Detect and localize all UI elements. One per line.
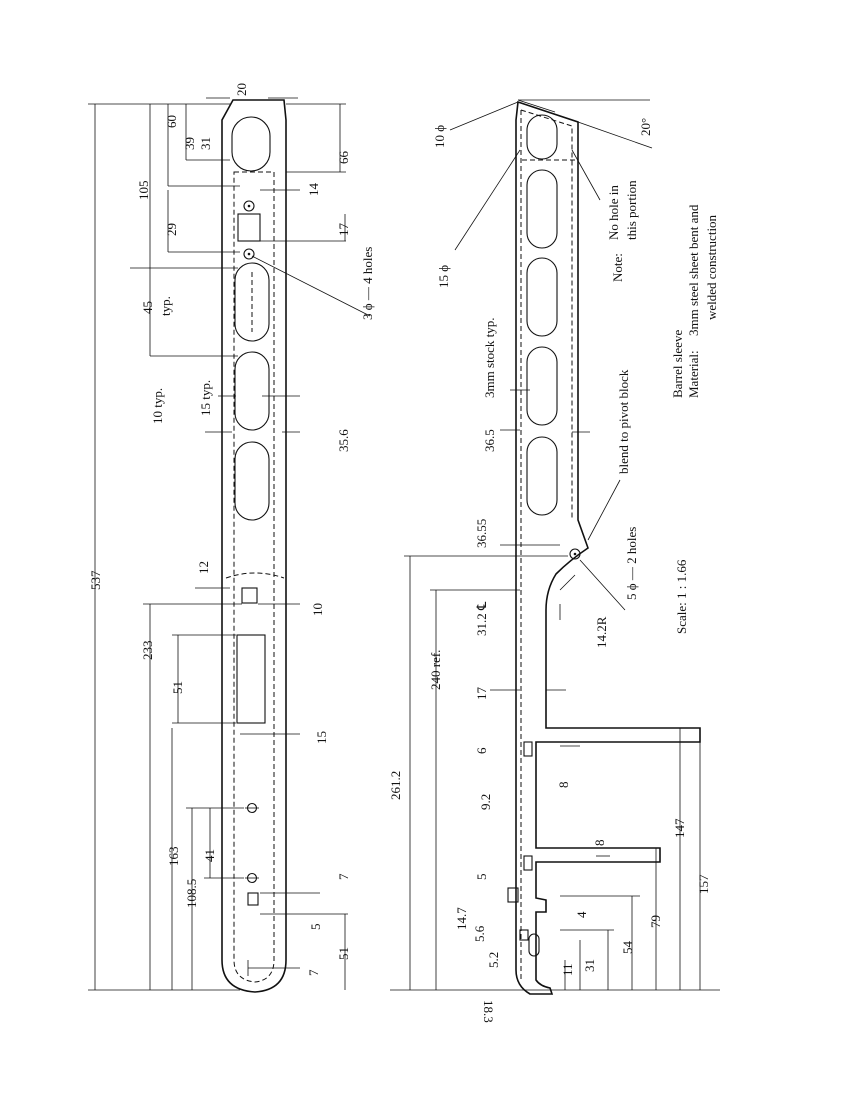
left-slot-3 <box>234 441 270 521</box>
dim-147: 147 <box>672 818 687 838</box>
drawing-notes: Note: No hole in this portion Barrel sle… <box>606 180 719 634</box>
holes-note: 3 ϕ — 4 holes <box>360 247 375 320</box>
dim-20: 20 <box>234 83 249 96</box>
scale-note: Scale: 1 : 1.66 <box>674 559 689 634</box>
right-slot-2 <box>526 257 558 337</box>
dim-66: 66 <box>336 151 351 165</box>
dim-157: 157 <box>696 874 711 894</box>
dim-5-2: 5.2 <box>486 952 501 968</box>
left-slot-1 <box>234 262 270 342</box>
dim-5: 5 <box>308 924 323 931</box>
dim-31: 31 <box>198 137 213 150</box>
dim-36-55: 36.55 <box>474 519 489 548</box>
dim-15: 15 <box>314 731 329 744</box>
left-small-square <box>241 587 258 604</box>
dim-108-5: 108.5 <box>184 879 199 908</box>
dim-54: 54 <box>620 941 635 955</box>
dim-233: 233 <box>140 641 155 661</box>
left-dimension-texts: 20 39 31 60 66 105 14 17 29 3 ϕ — 4 hole… <box>88 83 375 976</box>
dim-18-3: 18.3 <box>481 1000 496 1023</box>
dim-12: 12 <box>196 561 211 574</box>
dim-35-6: 35.6 <box>336 429 351 452</box>
right-slot-3 <box>526 346 558 426</box>
note-line-2: this portion <box>624 180 639 240</box>
left-window <box>236 634 266 724</box>
dim-105: 105 <box>136 181 151 201</box>
dim-20-deg: 20° <box>638 118 653 136</box>
dim-15-phi: 15 ϕ <box>436 265 451 288</box>
left-small-rect <box>247 892 259 906</box>
dim-17-right: 17 <box>474 687 489 701</box>
right-small-tab-2 <box>523 855 533 871</box>
dim-14: 14 <box>306 183 321 197</box>
right-top-oval <box>526 114 558 160</box>
left-inner-dashed <box>233 171 275 983</box>
dim-15-typ: 15 typ. <box>198 380 213 416</box>
dim-39: 39 <box>182 137 197 150</box>
dim-29: 29 <box>164 223 179 236</box>
dim-36-5: 36.5 <box>482 429 497 452</box>
left-slot-2 <box>234 351 270 431</box>
dim-45: 45 <box>140 301 155 314</box>
dim-51-lower: 51 <box>336 947 351 960</box>
right-small-tab-3 <box>507 887 519 903</box>
right-small-tab-1 <box>523 741 533 757</box>
dim-79: 79 <box>648 915 663 928</box>
material-label: Material: <box>686 350 701 398</box>
dim-8-upper: 8 <box>556 782 571 789</box>
right-oval-hole-small <box>528 933 540 957</box>
dim-10: 10 <box>310 603 325 616</box>
dim-14-7: 14.7 <box>454 907 469 930</box>
left-hole-2 <box>243 248 255 260</box>
left-square-cutout <box>237 213 261 242</box>
dim-8-lower: 8 <box>592 840 607 847</box>
left-top-oval-slot <box>231 116 271 172</box>
blend-note: blend to pivot block <box>616 369 631 474</box>
dim-41: 41 <box>202 849 217 862</box>
dim-60: 60 <box>164 115 179 128</box>
dim-7-upper: 7 <box>336 873 351 880</box>
dim-6: 6 <box>474 747 489 754</box>
dim-10-phi: 10 ϕ <box>432 125 447 148</box>
dim-261-2: 261.2 <box>388 771 403 800</box>
right-part-view <box>390 99 720 995</box>
dim-163: 163 <box>166 847 181 867</box>
dim-4: 4 <box>574 911 589 918</box>
right-slot-1 <box>526 169 558 249</box>
dim-11: 11 <box>560 963 575 976</box>
dim-5-right: 5 <box>474 874 489 881</box>
part-title: Barrel sleeve <box>670 330 685 398</box>
dim-51-upper: 51 <box>170 681 185 694</box>
left-body-outline <box>221 99 287 993</box>
dim-14-2R: 14.2R <box>594 616 609 648</box>
dim-537: 537 <box>88 570 103 590</box>
right-pivot-hole <box>569 548 581 560</box>
dim-5-6: 5.6 <box>472 925 487 942</box>
note-label: Note: <box>610 253 625 282</box>
dim-240-ref: 240 ref. <box>428 650 443 690</box>
right-dimension-texts: 10 ϕ 20° 15 ϕ 3mm stock typ. 36.5 36.55 … <box>388 118 711 1023</box>
note-line-1: No hole in <box>606 185 621 240</box>
dim-9-2: 9.2 <box>478 794 493 810</box>
dim-17: 17 <box>336 223 351 237</box>
right-body-outline <box>515 100 701 995</box>
left-part-view <box>88 97 371 993</box>
material-line-1: 3mm steel sheet bent and <box>686 204 701 336</box>
dim-7-lower: 7 <box>306 969 321 976</box>
holes-2-note: 5 ϕ — 2 holes <box>624 527 639 600</box>
dim-typ: typ. <box>158 296 173 316</box>
dim-10-typ: 10 typ. <box>150 388 165 424</box>
dim-31-2: 31.2 ℄ <box>474 601 489 636</box>
left-hole-1 <box>243 200 255 212</box>
stock-note: 3mm stock typ. <box>482 317 497 398</box>
right-small-tab-4 <box>519 929 529 941</box>
right-slot-4 <box>526 436 558 516</box>
material-line-2: welded construction <box>704 214 719 320</box>
dim-31-right: 31 <box>582 959 597 972</box>
